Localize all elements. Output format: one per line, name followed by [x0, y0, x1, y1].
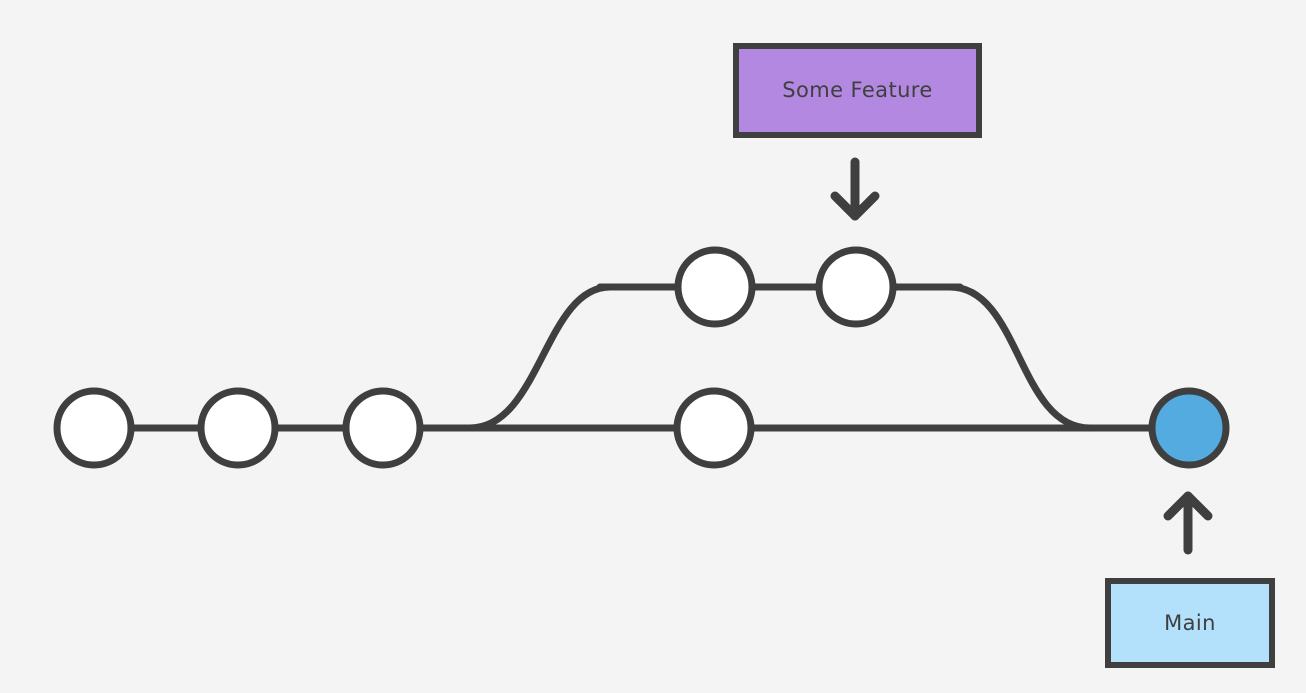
branch-label-some-feature[interactable]: Some Feature — [733, 43, 982, 138]
commit-node-head[interactable] — [1148, 387, 1230, 469]
branch-label-text: Main — [1164, 610, 1216, 635]
commit-node[interactable] — [674, 246, 756, 328]
arrows-layer — [830, 157, 1213, 555]
edge-branch-out — [466, 283, 614, 432]
commit-node[interactable] — [815, 246, 897, 328]
commit-node[interactable] — [342, 387, 424, 469]
branch-label-text: Some Feature — [782, 78, 933, 102]
commit-nodes-layer — [53, 246, 1230, 469]
branch-label-main[interactable]: Main — [1105, 578, 1275, 668]
arrow-down-icon — [830, 157, 880, 221]
commit-node[interactable] — [673, 387, 755, 469]
arrow-up-icon — [1163, 491, 1213, 555]
edge-merge-in — [946, 283, 1094, 432]
commit-node[interactable] — [53, 387, 135, 469]
commit-node[interactable] — [197, 387, 279, 469]
